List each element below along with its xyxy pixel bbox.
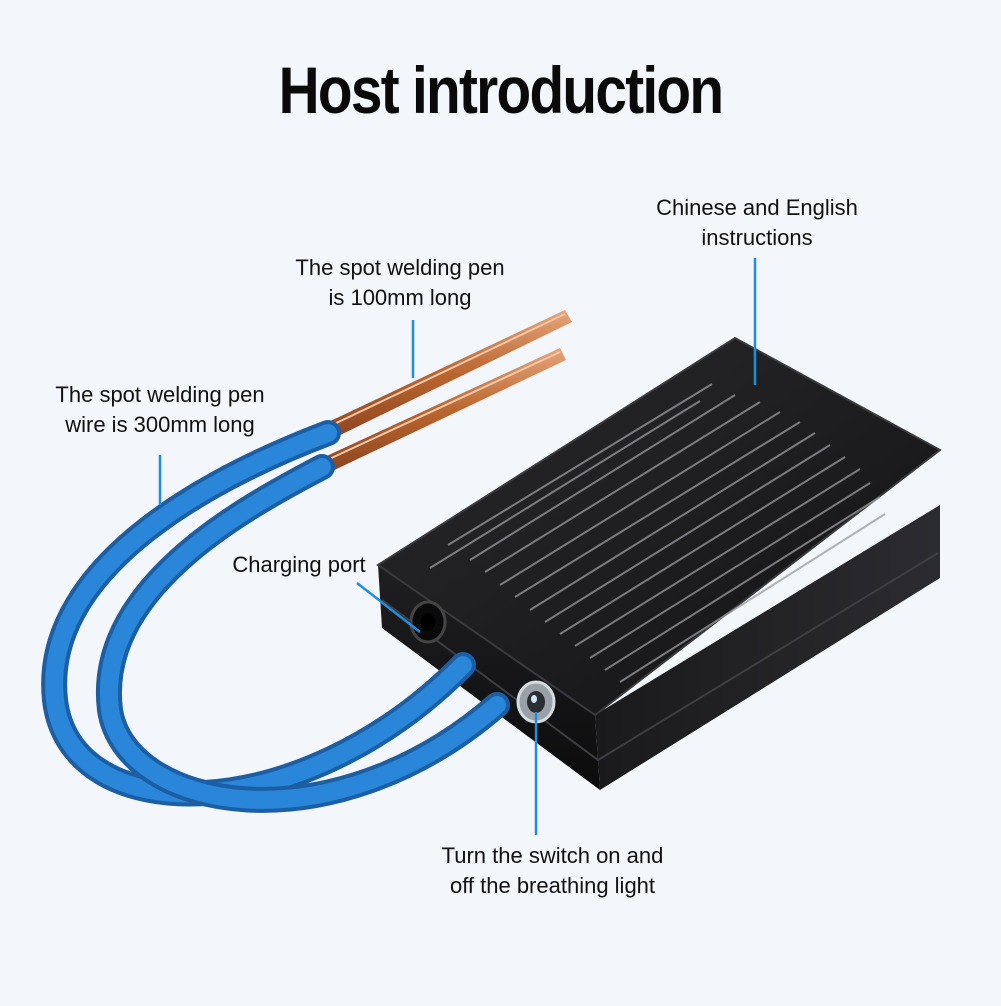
callout-pen-line2: is 100mm long bbox=[328, 285, 472, 310]
callout-instructions-line2: instructions bbox=[701, 225, 813, 250]
callout-instructions: Chinese and English instructions bbox=[627, 193, 887, 253]
callout-leaders bbox=[158, 258, 757, 835]
callout-switch-line2: off the breathing light bbox=[449, 873, 656, 898]
box-side-face bbox=[595, 505, 940, 790]
box-seam bbox=[381, 552, 939, 762]
callout-wire-length: The spot welding pen wire is 300mm long bbox=[25, 380, 295, 440]
page-title: Host introduction bbox=[278, 53, 724, 127]
callout-instructions-line1: Chinese and English bbox=[656, 195, 858, 220]
leader-port bbox=[356, 582, 421, 633]
callout-charging-port: Charging port bbox=[214, 550, 384, 580]
callout-pen-length: The spot welding pen is 100mm long bbox=[270, 253, 530, 313]
callout-wire-line1: The spot welding pen bbox=[55, 382, 265, 407]
callout-switch-line1: Turn the switch on and bbox=[441, 843, 664, 868]
callout-switch: Turn the switch on and off the breathing… bbox=[415, 841, 690, 901]
welding-cables bbox=[41, 420, 510, 813]
callout-pen-line1: The spot welding pen bbox=[295, 255, 505, 280]
box-top-face bbox=[376, 336, 942, 717]
welder-box bbox=[376, 336, 942, 790]
power-switch bbox=[516, 680, 556, 724]
charging-port bbox=[409, 600, 447, 644]
callout-port-line1: Charging port bbox=[232, 552, 366, 577]
printed-instructions bbox=[429, 383, 886, 683]
callout-wire-line2: wire is 300mm long bbox=[65, 412, 255, 437]
welding-pen-rods bbox=[318, 310, 572, 474]
